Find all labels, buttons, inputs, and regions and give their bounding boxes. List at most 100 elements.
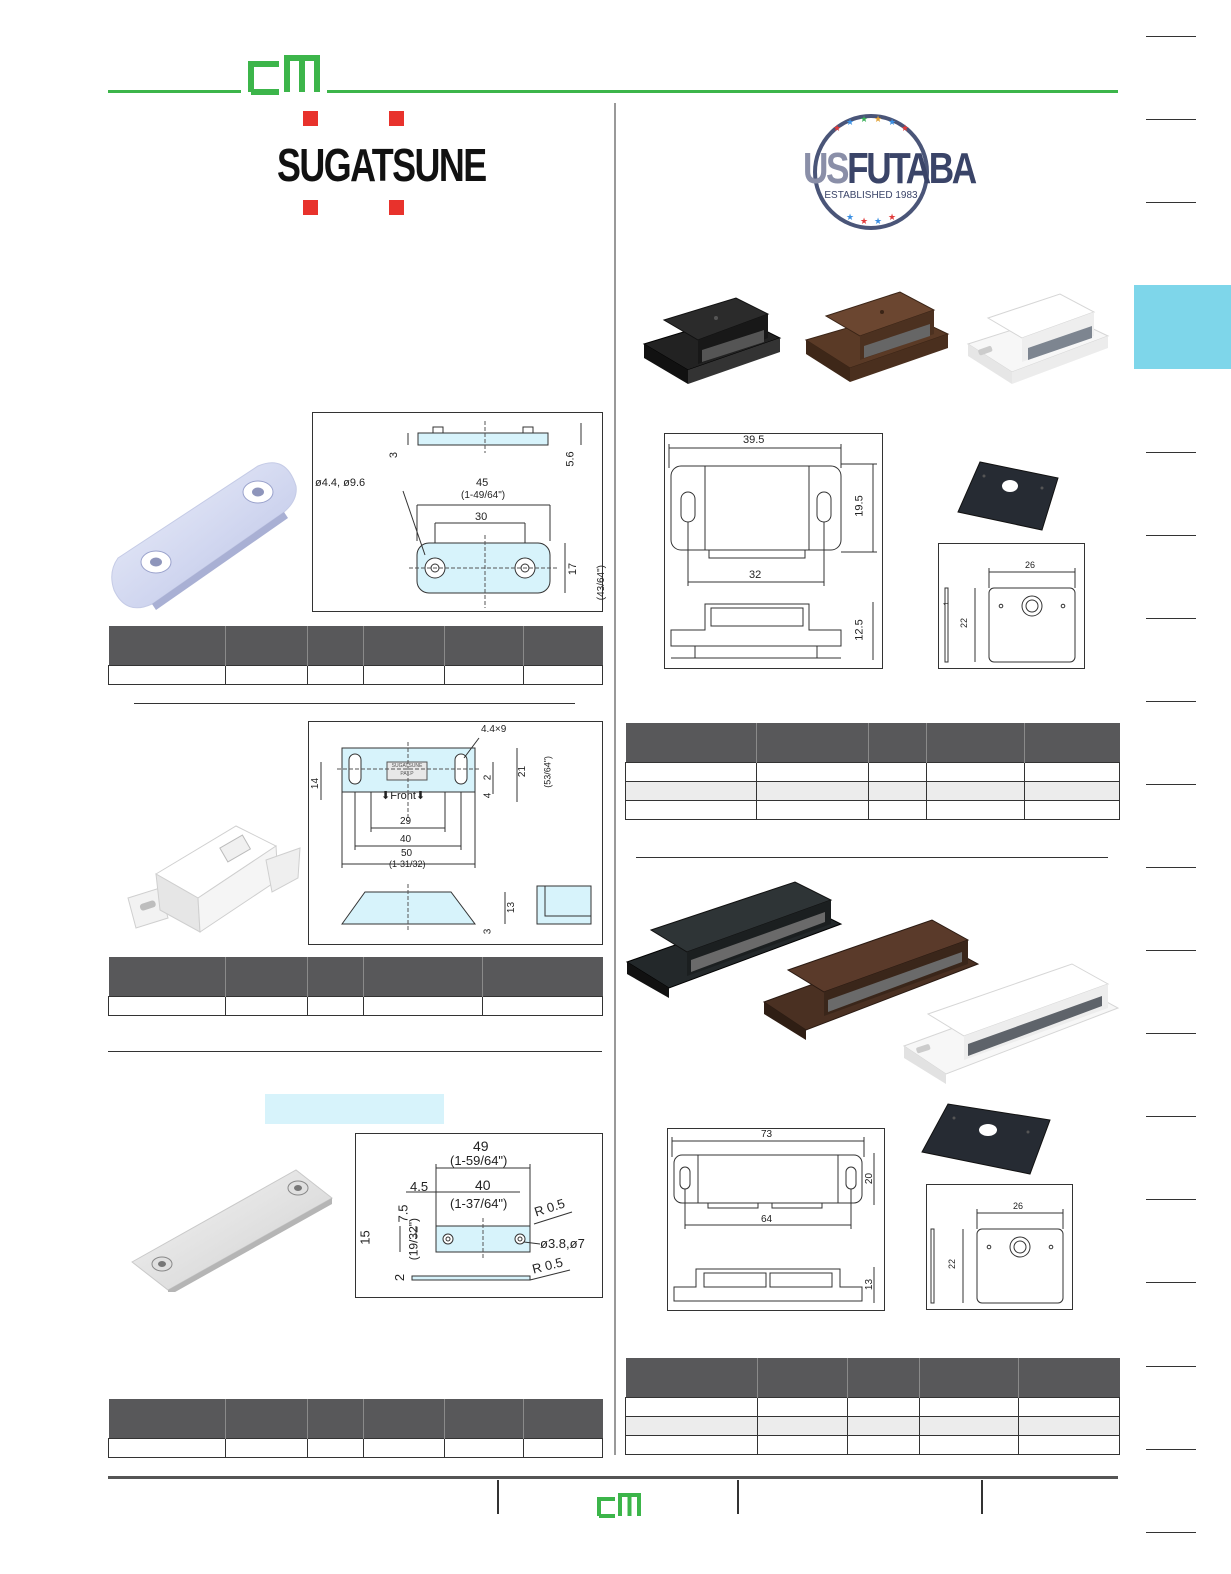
usfutaba-futaba: FUTABA xyxy=(847,144,977,193)
futaba-catch-black-photo xyxy=(642,297,782,384)
white-catch-drawing: 4.4×9 SUGATSUNE PAT.P ⬇Front⬇ 14 2 4 21 … xyxy=(308,721,603,945)
catch-plate-label-1: SUGATSUNE xyxy=(391,763,423,769)
table-row xyxy=(108,996,603,1016)
double-depth: 13 xyxy=(864,1278,876,1291)
sugatsune-wordmark: SUGATSUNE xyxy=(277,139,487,191)
futaba-plate-1-drawing: 26 22 1 xyxy=(938,543,1085,669)
table-row xyxy=(625,800,1120,820)
catch-dim-40: 40 xyxy=(400,834,412,845)
catch-depth: 13 xyxy=(506,901,518,914)
spec-table-futaba-single xyxy=(625,723,1120,820)
catch-height-in: (53/64") xyxy=(542,756,553,788)
table-row xyxy=(625,781,1120,801)
single-spacing: 32 xyxy=(749,569,762,581)
double-height: 20 xyxy=(864,1172,876,1185)
side-tick xyxy=(1146,1449,1196,1450)
strike-plate-drawing: 3 5.6 ø4.4, ø9.6 45 (1-49/64") 30 17 (43… xyxy=(312,412,607,612)
strike-thickness-label: 3 xyxy=(388,451,401,459)
strike-length-label: 45 xyxy=(476,477,489,489)
catch-dim-2: 2 xyxy=(482,774,494,781)
side-tick xyxy=(1146,950,1196,951)
flat-hole-label: ø3.8,ø7 xyxy=(540,1236,585,1251)
footer-cm-logo-icon xyxy=(597,1493,641,1518)
flat-height: 15 xyxy=(357,1230,373,1245)
plate2-height: 22 xyxy=(947,1258,958,1270)
header-rule-right xyxy=(327,90,1118,93)
plate2-width: 26 xyxy=(1013,1201,1024,1211)
svg-text:★: ★ xyxy=(888,213,896,223)
flat-offset: 4.5 xyxy=(410,1179,429,1194)
table-header-row xyxy=(108,957,603,997)
section-tab-active[interactable] xyxy=(1134,285,1231,369)
logo-square xyxy=(303,200,318,215)
white-catch-photo xyxy=(127,825,301,933)
single-height: 19.5 xyxy=(853,495,866,517)
usfutaba-us: US xyxy=(803,144,850,193)
futaba-plate-2-photo xyxy=(921,1103,1051,1175)
spec-table-strike xyxy=(108,626,603,685)
strike-length-in-label: (1-49/64") xyxy=(461,490,506,501)
side-tick xyxy=(1146,1199,1196,1200)
catch-dim-29: 29 xyxy=(400,816,412,827)
table-header-row xyxy=(108,626,603,666)
catch-plate-label-2: PAT.P xyxy=(400,771,414,777)
side-tick xyxy=(1146,1282,1196,1283)
catch-front-label: ⬇Front⬇ xyxy=(381,790,426,802)
usfutaba-tagline: ESTABLISHED 1983 xyxy=(824,190,918,201)
side-tick xyxy=(1146,36,1196,37)
catch-left-height: 14 xyxy=(310,777,322,790)
catch-base: 3 xyxy=(482,928,494,935)
strike-width-label: 17 xyxy=(567,562,580,576)
plate1-thickness: 1 xyxy=(943,601,951,606)
catch-length: 50 xyxy=(401,848,413,859)
catch-length-in: (1-31/32) xyxy=(389,859,426,869)
logo-square xyxy=(389,200,404,215)
table-row xyxy=(625,1397,1120,1417)
double-length: 73 xyxy=(761,1129,773,1140)
svg-text:★: ★ xyxy=(901,124,909,134)
double-spacing: 64 xyxy=(761,1214,773,1225)
side-tick xyxy=(1146,202,1196,203)
strike-height-label: 5.6 xyxy=(564,451,577,467)
section-separator xyxy=(108,1051,602,1052)
table-row xyxy=(108,665,603,685)
column-divider xyxy=(614,103,616,1455)
flat-thickness: 2 xyxy=(392,1273,408,1282)
strike-spacing-label: 30 xyxy=(475,511,488,523)
side-tick xyxy=(1146,1532,1196,1533)
plate1-width: 26 xyxy=(1025,560,1036,570)
table-header-row xyxy=(625,1358,1120,1398)
table-row xyxy=(625,1435,1120,1455)
futaba-plate-2-drawing: 26 22 xyxy=(926,1184,1073,1310)
flat-spacing-in: (1-37/64") xyxy=(450,1196,508,1211)
svg-text:★: ★ xyxy=(846,213,854,223)
svg-text:★: ★ xyxy=(888,118,896,128)
futaba-double-brown-photo xyxy=(762,919,980,1040)
strike-plate-photo xyxy=(111,462,297,610)
catch-front-text: Front xyxy=(390,790,416,802)
flat-length-in: (1-59/64") xyxy=(450,1153,508,1168)
table-header-row xyxy=(625,723,1120,763)
futaba-single-drawing: 39.5 19.5 32 12.5 xyxy=(664,433,883,669)
usfutaba-logo: ★ ★ ★ ★ ★ ★ ★ ★ ★ ★ xyxy=(813,114,929,230)
single-length: 39.5 xyxy=(743,434,765,446)
footer-divider xyxy=(497,1480,499,1514)
futaba-plate-1-photo xyxy=(957,461,1059,531)
flat-height-in: (19/32") xyxy=(406,1218,421,1261)
footer-divider xyxy=(737,1480,739,1514)
strike-hole-label: ø4.4, ø9.6 xyxy=(315,477,366,489)
flat-spacing: 40 xyxy=(475,1177,491,1193)
futaba-catch-white-photo xyxy=(966,293,1110,384)
flat-length: 49 xyxy=(473,1138,489,1154)
svg-text:★: ★ xyxy=(833,124,841,134)
header-rule-left xyxy=(108,90,241,93)
single-depth: 12.5 xyxy=(853,619,866,641)
catch-dim-4: 4 xyxy=(482,792,494,799)
table-row xyxy=(625,762,1120,782)
side-tick xyxy=(1146,1366,1196,1367)
side-tick xyxy=(1146,618,1196,619)
highlight-label-bar xyxy=(265,1094,444,1124)
side-tick xyxy=(1146,1033,1196,1034)
flat-plate-drawing: 49 (1-59/64") 4.5 40 (1-37/64") 7.5 15 (… xyxy=(355,1133,603,1298)
svg-text:★: ★ xyxy=(846,118,854,128)
